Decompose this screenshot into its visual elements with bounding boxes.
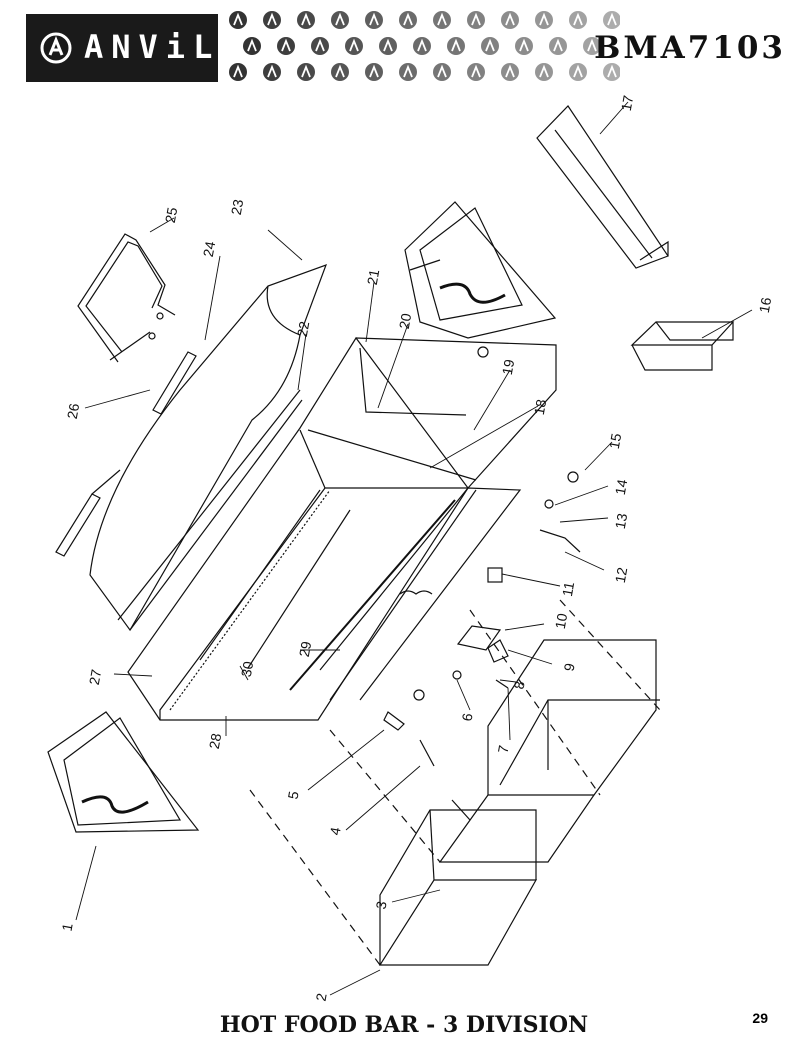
pattern-logo-icon xyxy=(379,37,397,55)
part-number-11: 11 xyxy=(559,580,577,597)
pattern-logo-icon xyxy=(331,11,349,29)
pattern-logo-icon xyxy=(229,11,247,29)
right-side-panel xyxy=(404,201,557,339)
part-number-17: 17 xyxy=(618,94,636,112)
part-number-15: 15 xyxy=(606,432,624,450)
part-17-top-rail xyxy=(536,105,669,269)
leader-lines xyxy=(75,101,753,996)
pattern-logo-icon xyxy=(603,63,620,81)
pattern-logo-icon xyxy=(535,63,553,81)
pattern-logo-icon xyxy=(467,11,485,29)
part-number-26: 26 xyxy=(64,402,82,420)
logo-pattern xyxy=(229,11,620,81)
part-number-14: 14 xyxy=(612,478,630,496)
pattern-logo-icon xyxy=(311,37,329,55)
part-number-29: 29 xyxy=(296,640,314,658)
part-number-22: 22 xyxy=(294,320,312,338)
pattern-logo-icon xyxy=(263,63,281,81)
left-side-panel xyxy=(47,711,200,833)
part-number-25: 25 xyxy=(162,206,180,224)
part-number-10: 10 xyxy=(552,612,570,630)
part-23-canopy xyxy=(89,263,328,632)
anvil-logo-icon xyxy=(40,32,72,64)
part-number-24: 24 xyxy=(200,240,218,258)
part-number-12: 12 xyxy=(612,566,630,584)
pattern-logo-icon xyxy=(297,11,315,29)
food-wells xyxy=(249,599,661,966)
pattern-logo-icon xyxy=(467,63,485,81)
pattern-logo-icon xyxy=(501,63,519,81)
exploded-parts-diagram: 1234567891011121314151617181920212223242… xyxy=(47,94,775,1002)
pattern-logo-icon xyxy=(277,37,295,55)
part-number-23: 23 xyxy=(228,198,246,216)
part-number-18: 18 xyxy=(531,398,549,416)
part-number-1: 1 xyxy=(59,922,76,933)
pattern-logo-icon xyxy=(535,11,553,29)
part-number-19: 19 xyxy=(499,358,517,376)
pattern-logo-icon xyxy=(331,63,349,81)
part-number-4: 4 xyxy=(327,826,344,837)
pattern-logo-icon xyxy=(481,37,499,55)
pattern-logo-icon xyxy=(549,37,567,55)
model-number: BMA7103 xyxy=(594,30,786,66)
pattern-logo-icon xyxy=(501,11,519,29)
part-number-27: 27 xyxy=(86,668,104,686)
pattern-logo-icon xyxy=(515,37,533,55)
pattern-logo-icon xyxy=(263,11,281,29)
main-frame xyxy=(127,336,557,721)
part-25-heating-element xyxy=(77,233,176,363)
pattern-logo-icon xyxy=(583,37,601,55)
part-number-7: 7 xyxy=(495,744,512,755)
brand-logo: ANViL xyxy=(26,14,218,82)
pattern-logo-icon xyxy=(399,63,417,81)
part-number-30: 30 xyxy=(238,660,256,678)
brand-name: ANViL xyxy=(84,28,221,66)
pattern-logo-icon xyxy=(569,11,587,29)
part-number-5: 5 xyxy=(285,790,302,801)
part-number-20: 20 xyxy=(396,312,414,330)
header: ANViL BMA7103 xyxy=(0,0,808,90)
pattern-logo-icon xyxy=(399,11,417,29)
part-number-8: 8 xyxy=(511,680,528,691)
part-number-9: 9 xyxy=(561,662,578,673)
part-number-2: 2 xyxy=(313,992,330,1003)
part-number-6: 6 xyxy=(459,712,476,723)
pattern-logo-icon xyxy=(365,63,383,81)
pattern-logo-icon xyxy=(345,37,363,55)
pattern-logo-icon xyxy=(243,37,261,55)
part-number-13: 13 xyxy=(612,512,630,530)
part-26-lamp-holders xyxy=(55,351,197,557)
part-number-16: 16 xyxy=(756,296,774,314)
pattern-logo-icon xyxy=(413,37,431,55)
pattern-logo-icon xyxy=(433,11,451,29)
pattern-logo-icon xyxy=(569,63,587,81)
pattern-logo-icon xyxy=(447,37,465,55)
part-number-28: 28 xyxy=(206,732,224,750)
part-16-bracket xyxy=(630,321,735,371)
page-number: 29 xyxy=(752,1010,768,1026)
pattern-logo-icon xyxy=(365,11,383,29)
pattern-logo-icon xyxy=(229,63,247,81)
pattern-logo-icon xyxy=(433,63,451,81)
page-title: HOT FOOD BAR - 3 DIVISION xyxy=(219,1012,589,1038)
part-callouts: 1234567891011121314151617181920212223242… xyxy=(59,94,775,1002)
small-parts xyxy=(383,346,581,821)
part-number-3: 3 xyxy=(373,900,390,911)
pattern-logo-icon xyxy=(603,11,620,29)
pattern-logo-icon xyxy=(297,63,315,81)
part-number-21: 21 xyxy=(364,268,382,286)
